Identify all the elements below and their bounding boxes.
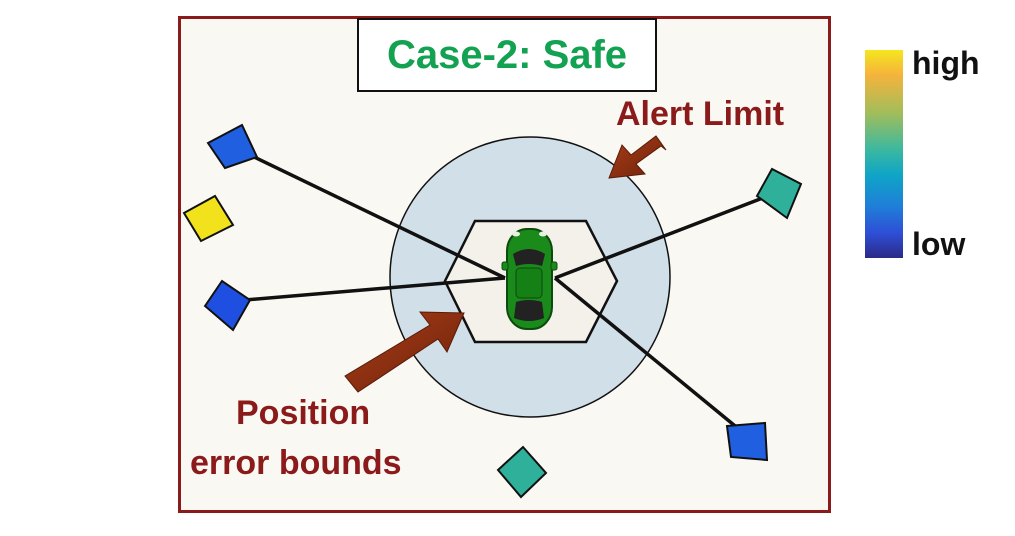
signal-lines [244, 153, 769, 432]
car-icon [501, 228, 558, 330]
signal-line-top-left [249, 153, 506, 280]
satellite-mid-left [203, 279, 252, 332]
alert-limit-label: Alert Limit [616, 95, 785, 133]
colorbar [865, 50, 903, 258]
satellites [182, 123, 803, 499]
alert-limit-arrow [608, 135, 667, 179]
position-error-label-line1: Position [236, 394, 371, 432]
colorbar-high-label: high [912, 45, 980, 81]
position-error-arrow [344, 311, 465, 393]
satellite-bottom [496, 445, 548, 499]
satellite-bottom-right [725, 421, 769, 462]
signal-line-bottom-right [553, 276, 742, 432]
signal-line-right [554, 194, 769, 280]
position-error-label-line2: error bounds [190, 444, 402, 482]
case-title: Case-2: Safe [357, 18, 657, 92]
colorbar-low-label: low [912, 226, 966, 262]
satellite-right [755, 167, 803, 220]
satellite-top-left [206, 123, 259, 170]
satellite-upper-left [182, 194, 235, 243]
signal-line-mid-left [244, 276, 506, 302]
